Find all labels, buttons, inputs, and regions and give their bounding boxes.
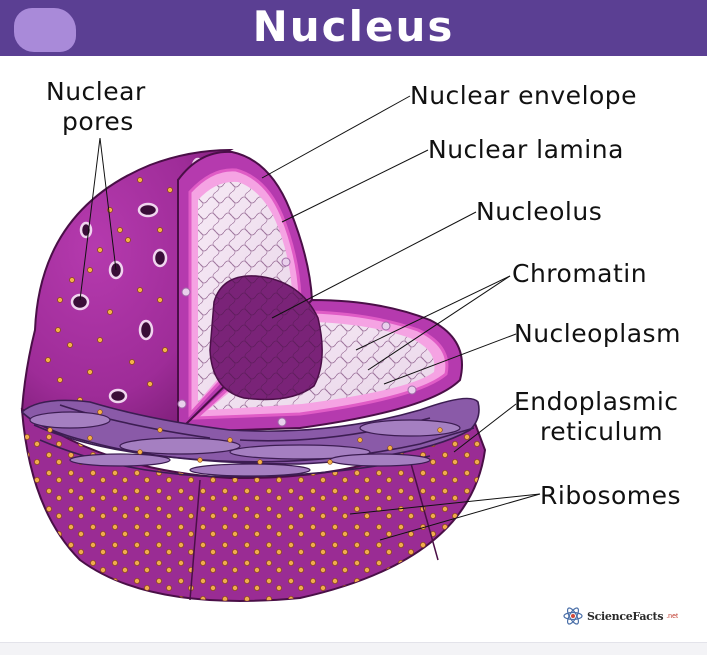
bottom-strip	[0, 642, 707, 655]
label-chromatin: Chromatin	[512, 259, 648, 288]
title-bar	[0, 0, 707, 56]
label-nuclear-lamina: Nuclear lamina	[428, 135, 624, 164]
brand-name: ScienceFacts	[587, 609, 664, 623]
label-nucleoplasm: Nucleoplasm	[514, 319, 681, 348]
label-nuclear-pores-line1: Nuclear	[46, 77, 146, 106]
label-endoplasmic-line1: Endoplasmic	[514, 387, 679, 416]
brand-tld: .net	[666, 612, 678, 620]
label-nuclear-envelope: Nuclear envelope	[410, 81, 638, 110]
label-ribosomes: Ribosomes	[540, 481, 682, 510]
header-blob	[14, 8, 76, 52]
atom-logo-icon	[563, 607, 583, 625]
label-nucleolus: Nucleolus	[476, 197, 603, 226]
brand-logo: ScienceFacts .net	[562, 604, 678, 628]
label-endoplasmic-line2: reticulum	[540, 417, 664, 446]
label-nuclear-pores-line2: pores	[62, 107, 134, 136]
page-title: Nucleus	[252, 2, 455, 51]
nucleus-diagram	[20, 95, 541, 602]
